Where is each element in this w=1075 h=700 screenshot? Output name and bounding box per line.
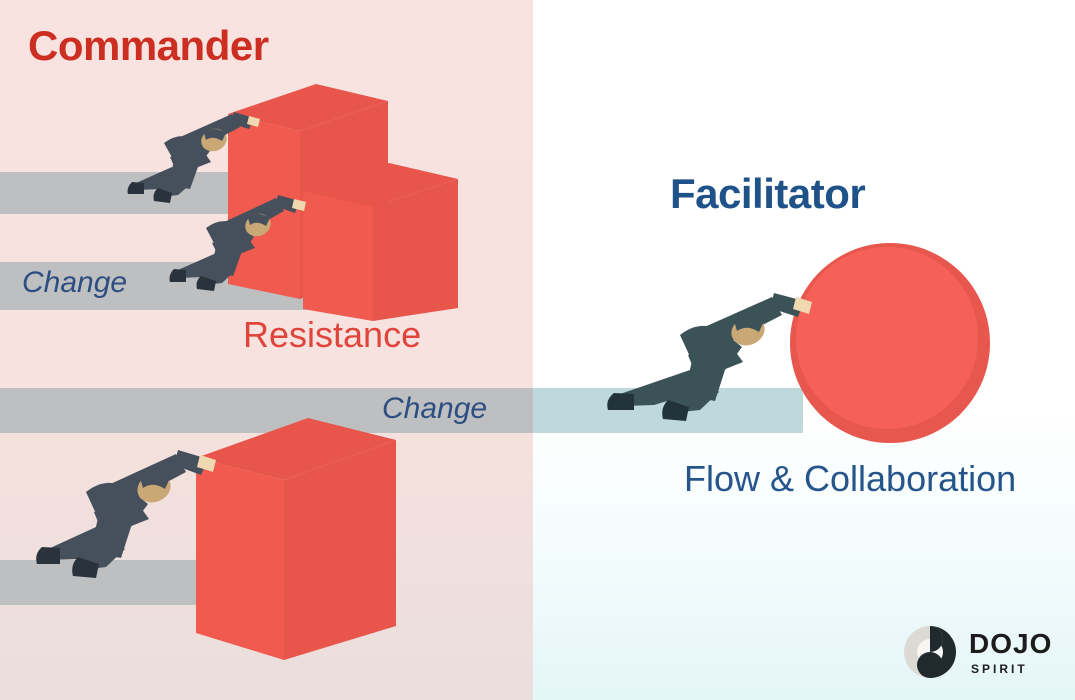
dojo-yin-yang-icon xyxy=(904,626,956,678)
change-label-upper: Change xyxy=(22,266,128,299)
commander-figure-1 xyxy=(118,105,278,210)
resistance-cube-3 xyxy=(196,418,406,668)
dojo-spirit-logo: DOJO SPIRIT xyxy=(903,620,1063,684)
commander-figure-3-shape xyxy=(36,450,216,578)
commander-figure-1-shape xyxy=(127,112,260,203)
change-ball xyxy=(790,243,990,443)
motion-band-3-left xyxy=(0,388,533,433)
cube-3-shape xyxy=(196,418,396,660)
motion-band-4 xyxy=(0,560,210,605)
cube-2-shape xyxy=(303,163,458,321)
commander-title: Commander xyxy=(28,22,269,69)
commander-figure-3 xyxy=(32,440,232,590)
logo-wordmark: DOJO xyxy=(969,627,1053,659)
change-ball-highlight xyxy=(796,247,978,429)
facilitator-figure-shape xyxy=(607,293,812,421)
commander-figure-2 xyxy=(160,190,325,300)
flow-collaboration-label: Flow & Collaboration xyxy=(684,458,1017,499)
change-label-lower: Change xyxy=(382,392,488,425)
commander-figure-2-shape xyxy=(169,195,306,291)
facilitator-figure xyxy=(596,283,826,433)
resistance-cube-2 xyxy=(303,163,463,353)
logo-wordmark-group: DOJO SPIRIT xyxy=(969,627,1053,676)
logo-subtitle: SPIRIT xyxy=(971,661,1028,676)
resistance-label: Resistance xyxy=(243,314,422,355)
facilitator-title: Facilitator xyxy=(670,170,866,217)
